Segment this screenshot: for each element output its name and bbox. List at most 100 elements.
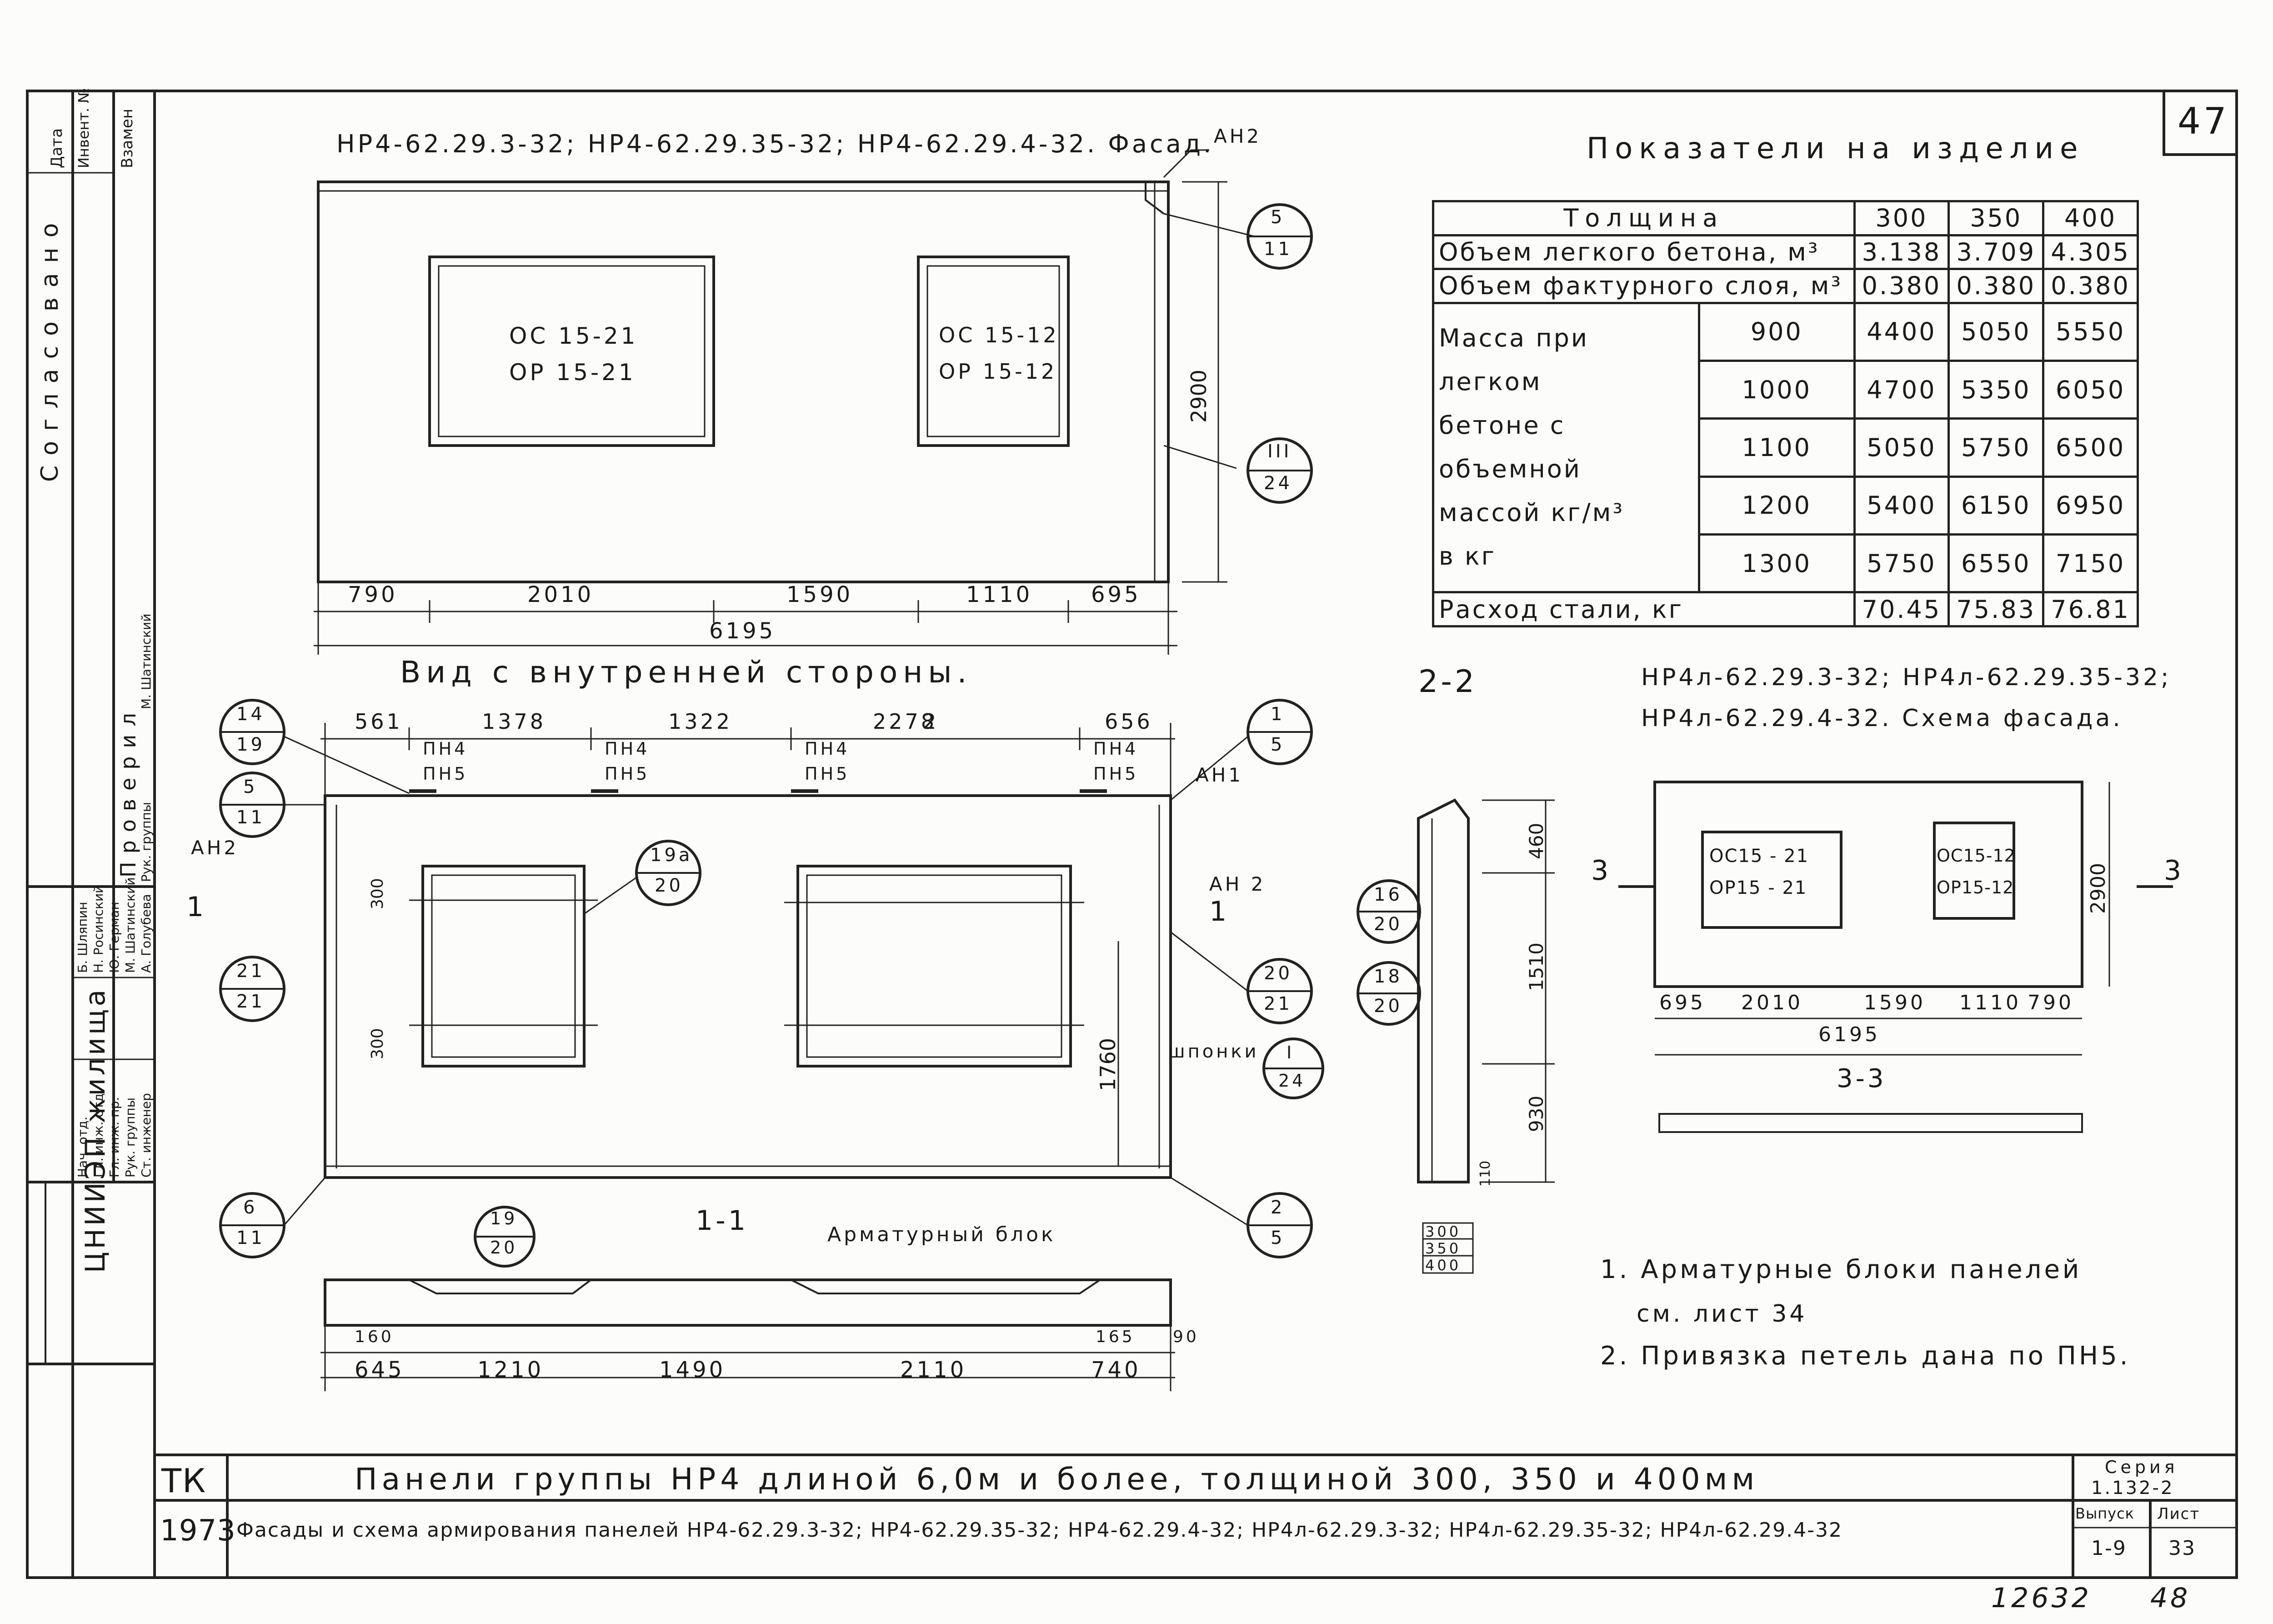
callout-bottom: 19 <box>236 734 265 755</box>
table-cell: 6550 <box>1948 533 2045 594</box>
scheme-dim-1: 695 <box>1659 991 1706 1014</box>
s11-dim-5: 740 <box>1091 1357 1141 1383</box>
mass-label: Масса при легком бетоне с объемной массо… <box>1432 301 1700 594</box>
checked-label: Проверил <box>116 705 140 877</box>
header-300: 300 <box>1853 200 1950 236</box>
loop-label-bottom: ПН5 <box>423 764 468 784</box>
table-cell: 6500 <box>2042 417 2139 478</box>
table-cell: 75.83 <box>1948 591 2045 627</box>
loop-label-top: ПН4 <box>605 739 650 759</box>
tk-label: ТК <box>161 1462 207 1500</box>
key-label: шпонки <box>1168 1041 1259 1062</box>
name-4: М. Шатинский <box>123 877 138 973</box>
callout-top: 6 <box>243 1197 258 1218</box>
note-1: 1. Арматурные блоки панелей <box>1600 1255 2082 1284</box>
scheme-section-label: 3-3 <box>1837 1064 1887 1093</box>
callout-bottom: 11 <box>236 807 265 828</box>
header-350: 350 <box>1948 200 2045 236</box>
callout-bottom: 20 <box>1374 996 1402 1017</box>
mass-label-line: в кг <box>1439 542 1496 571</box>
facade-callout-b-bottom: 24 <box>1264 473 1292 494</box>
table-cell: 5050 <box>1948 301 2045 362</box>
callout-bottom: 11 <box>236 1228 265 1248</box>
s22-dim-930: 930 <box>1525 1095 1547 1132</box>
table-cell: 76.81 <box>2042 591 2139 627</box>
callout-bottom: 5 <box>1271 1228 1285 1248</box>
name-2: Н. Росинский <box>91 885 106 973</box>
row-facing-layer-label: Объем фактурного слоя, м³ <box>1432 268 1856 304</box>
inner-an1-label: АН1 <box>1196 764 1244 786</box>
scheme-window2-bottom: ОР15-12 <box>1937 877 2014 897</box>
table-cell: 6150 <box>1948 475 2045 536</box>
inner-dim-2: 1378 <box>482 709 546 734</box>
inner-dim-5: 656 <box>1105 709 1153 734</box>
properties-table: Толщина 300 350 400 Объем легкого бетона… <box>1432 200 2139 627</box>
density-cell: 1200 <box>1698 475 1856 536</box>
scheme-section-3-left: 3 <box>1591 855 1612 887</box>
table-cell: 4400 <box>1853 301 1950 362</box>
s22-thickness-300: 300 <box>1425 1223 1462 1240</box>
scheme-total: 6195 <box>1818 1023 1880 1046</box>
s11-dim-2: 1210 <box>477 1357 544 1383</box>
facade-an2-label: АН2 <box>1214 125 1262 147</box>
page-number: 47 <box>2178 100 2229 142</box>
name-1: Б. Шляпин <box>75 902 90 973</box>
facade-callout-b-top: III <box>1267 441 1292 462</box>
row-light-concrete-label: Объем легкого бетона, м³ <box>1432 234 1856 271</box>
role-1: Нач. отд. <box>75 1116 90 1178</box>
s11-dim-3: 1490 <box>659 1357 726 1383</box>
replace-label: Взамен <box>118 108 136 168</box>
table-cell: 6950 <box>2042 475 2139 536</box>
name-3: Ю. Герман <box>107 902 122 973</box>
section-1-right-mark: 1 <box>1209 896 1230 927</box>
s22-dim-460: 460 <box>1525 822 1547 859</box>
table-cell: 0.380 <box>2042 268 2139 304</box>
callout-top: 16 <box>1374 884 1402 905</box>
corner-number: 48 <box>2150 1582 2191 1614</box>
issue-value: 1-9 <box>2091 1537 2127 1560</box>
year-label: 1973 <box>160 1514 236 1548</box>
callout-bottom: 20 <box>1374 914 1402 935</box>
facade-callout-a-top: 5 <box>1271 207 1285 228</box>
table-cell: 0.380 <box>1948 268 2045 304</box>
table-cell: 7150 <box>2042 533 2139 594</box>
header-thickness: Толщина <box>1432 200 1856 236</box>
issue-label: Выпуск <box>2075 1505 2134 1522</box>
callout-top: 18 <box>1374 966 1402 987</box>
role-5: Ст. инженер <box>139 1093 154 1178</box>
callout-top: 5 <box>243 777 258 797</box>
loop-label-top: ПН4 <box>805 739 850 759</box>
inner-an2-left: АН2 <box>191 837 239 859</box>
table-cell: 0.380 <box>1853 268 1950 304</box>
facade-dim-1: 790 <box>348 582 398 607</box>
facade-height-dim: 2900 <box>1187 369 1211 423</box>
inner-dim-3: 1322 <box>668 709 733 734</box>
s11-small-dim-1: 160 <box>355 1328 394 1346</box>
inner-section-mark: 2 <box>923 709 939 734</box>
scheme-section-3-right: 3 <box>2164 855 2184 887</box>
role-3: Гл. инж. пр. <box>107 1097 122 1178</box>
archive-number: 12632 <box>1991 1582 2092 1614</box>
loop-label-top: ПН4 <box>1093 739 1139 759</box>
scheme-drawing <box>1618 781 2173 1133</box>
callout-bottom: 21 <box>1264 993 1292 1014</box>
facade-window1-top: ОС 15-21 <box>509 323 638 349</box>
mass-label-line: бетоне с объемной <box>1439 411 1582 484</box>
properties-title: Показатели на изделие <box>1587 132 2084 165</box>
callout-bottom: 20 <box>655 875 683 896</box>
table-cell: 5050 <box>1853 417 1950 478</box>
callout-bottom: 20 <box>490 1238 518 1258</box>
facade-dim-4: 1110 <box>966 582 1033 607</box>
scheme-dim-5: 790 <box>2028 991 2074 1014</box>
callout-top: I <box>1287 1043 1295 1063</box>
name-5: А. Голубева <box>139 894 154 973</box>
scheme-dim-2: 2010 <box>1741 991 1803 1014</box>
table-cell: 4700 <box>1853 359 1950 420</box>
density-cell: 1100 <box>1698 417 1856 478</box>
section-2-2-drawing <box>1357 798 1555 1274</box>
inner-dim-300-top: 300 <box>368 878 387 909</box>
facade-window1-bottom: ОР 15-21 <box>509 359 636 386</box>
armature-block-label: Арматурный блок <box>827 1223 1056 1246</box>
